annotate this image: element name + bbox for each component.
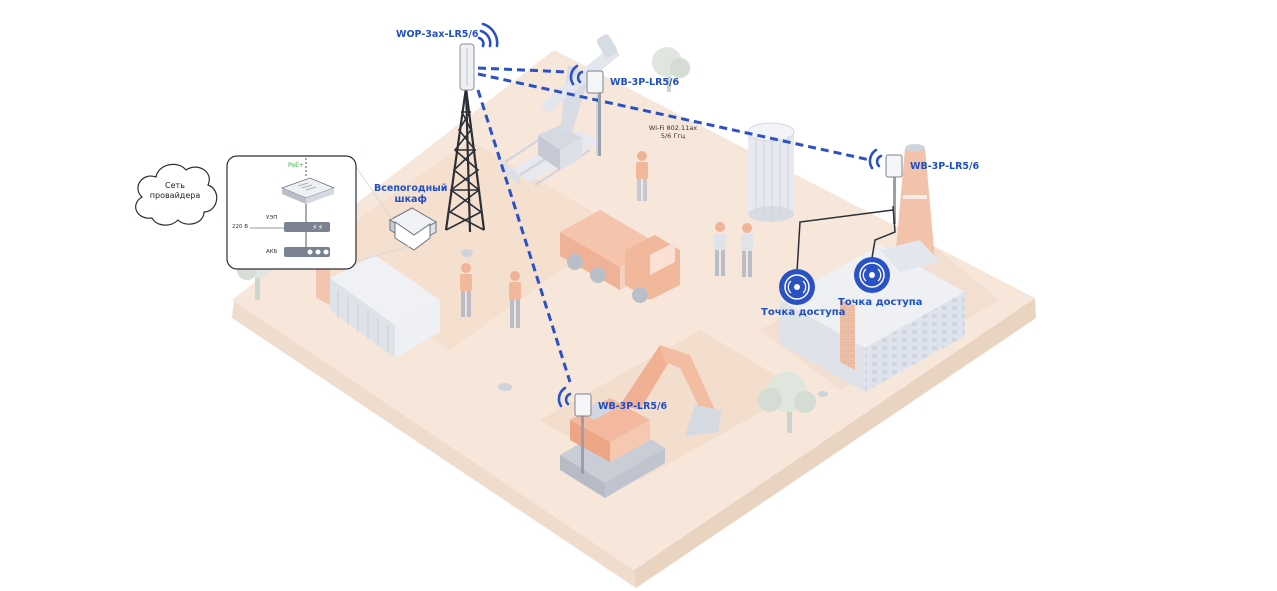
ups-label: УЭП <box>266 215 278 221</box>
client-cpe-right <box>796 148 903 273</box>
cabinet-detail-panel: ⚡⚡ <box>226 155 357 270</box>
access-point-icon <box>779 269 815 305</box>
dump-truck <box>560 210 680 303</box>
weatherproof-cabinet <box>389 207 437 251</box>
wifi-signal-icon <box>569 64 584 86</box>
wifi-standard-line-1: Wi-Fi 802.11ax <box>648 124 698 132</box>
access-point-label-2: Точка доступа <box>838 297 923 308</box>
poe-label: PoE+ <box>288 162 304 169</box>
cloud-icon <box>135 163 218 226</box>
worker-1 <box>636 151 648 201</box>
wifi-standard-note: Wi-Fi 802.11ax 5/6 Ггц <box>640 124 706 141</box>
wifi-signal-icon <box>557 386 572 408</box>
cloud-label: Сеть провайдера <box>140 181 210 201</box>
access-point-label-1: Точка доступа <box>761 307 846 318</box>
cabinet-label: Всепогодный шкаф <box>374 183 447 206</box>
worker-3 <box>741 223 753 277</box>
access-point-icon <box>854 257 890 293</box>
cloud-label-line-1: Сеть <box>165 181 185 190</box>
svg-text:⚡⚡: ⚡⚡ <box>312 223 323 232</box>
client-label-bottom: WB-3P-LR5/6 <box>598 401 668 412</box>
voltage-label: 220 В <box>232 224 249 230</box>
client-label-right: WB-3P-LR5/6 <box>910 161 980 172</box>
worker-2 <box>714 222 726 276</box>
tree-bottom-right <box>758 372 816 433</box>
tower-device-label: WOP-3ax-LR5/6 <box>396 29 479 40</box>
client-cpe-bottom <box>557 386 592 474</box>
cabinet-label-line-2: шкаф <box>394 194 427 206</box>
rocks <box>461 249 828 397</box>
pump-jack <box>500 34 620 186</box>
client-label-top: WB-3P-LR5/6 <box>610 77 680 88</box>
silo <box>747 122 795 222</box>
wifi-standard-line-2: 5/6 Ггц <box>660 132 686 141</box>
wifi-signal-icon <box>477 22 499 48</box>
cloud-label-line-2: провайдера <box>149 191 201 200</box>
factory <box>780 144 965 392</box>
tower-radio-unit <box>459 43 475 91</box>
worker-5 <box>509 271 521 328</box>
tower-icon <box>444 87 486 233</box>
tree-top <box>652 47 690 92</box>
workers <box>460 151 753 328</box>
link-to-right-client <box>477 72 871 162</box>
battery-label: АКБ <box>266 249 278 255</box>
container-building <box>316 255 440 358</box>
cabinet-label-line-1: Всепогодный <box>374 183 448 194</box>
link-to-top-client <box>477 66 569 74</box>
radio-links <box>476 66 871 383</box>
worker-4 <box>460 263 472 317</box>
client-cpe-top <box>569 64 604 156</box>
wifi-signal-icon <box>868 148 883 170</box>
